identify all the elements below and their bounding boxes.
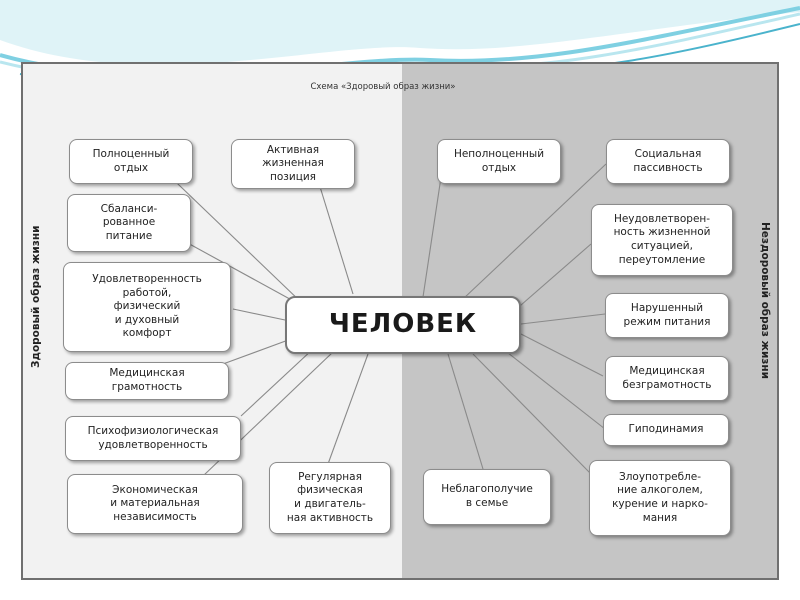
- unhealthy-factor: Неблагополучие в семье: [423, 469, 551, 525]
- unhealthy-factor: Неполноценный отдых: [437, 139, 561, 184]
- healthy-factor: Сбаланси- рованное питание: [67, 194, 191, 252]
- healthy-factor: Полноценный отдых: [69, 139, 193, 184]
- unhealthy-factor: Злоупотребле- ние алкоголем, курение и н…: [589, 460, 731, 536]
- healthy-side-label: Здоровый образ жизни: [30, 128, 42, 368]
- unhealthy-factor: Медицинская безграмотность: [605, 356, 729, 401]
- center-node: ЧЕЛОВЕК: [285, 296, 521, 354]
- unhealthy-factor: Нарушенный режим питания: [605, 293, 729, 338]
- diagram-frame: Схема «Здоровый образ жизни» Здоровый об…: [21, 62, 779, 580]
- scheme-title: Схема «Здоровый образ жизни»: [263, 82, 503, 92]
- healthy-factor: Медицинская грамотность: [65, 362, 229, 400]
- healthy-factor: Активная жизненная позиция: [231, 139, 355, 189]
- unhealthy-side-label: Нездоровый образ жизни: [759, 222, 771, 462]
- healthy-factor: Психофизиологическая удовлетворенность: [65, 416, 241, 461]
- healthy-factor: Удовлетворенность работой, физический и …: [63, 262, 231, 352]
- unhealthy-factor: Гиподинамия: [603, 414, 729, 446]
- healthy-factor: Регулярная физическая и двигатель- ная а…: [269, 462, 391, 534]
- unhealthy-factor: Социальная пассивность: [606, 139, 730, 184]
- unhealthy-factor: Неудовлетворен- ность жизненной ситуацие…: [591, 204, 733, 276]
- healthy-factor: Экономическая и материальная независимос…: [67, 474, 243, 534]
